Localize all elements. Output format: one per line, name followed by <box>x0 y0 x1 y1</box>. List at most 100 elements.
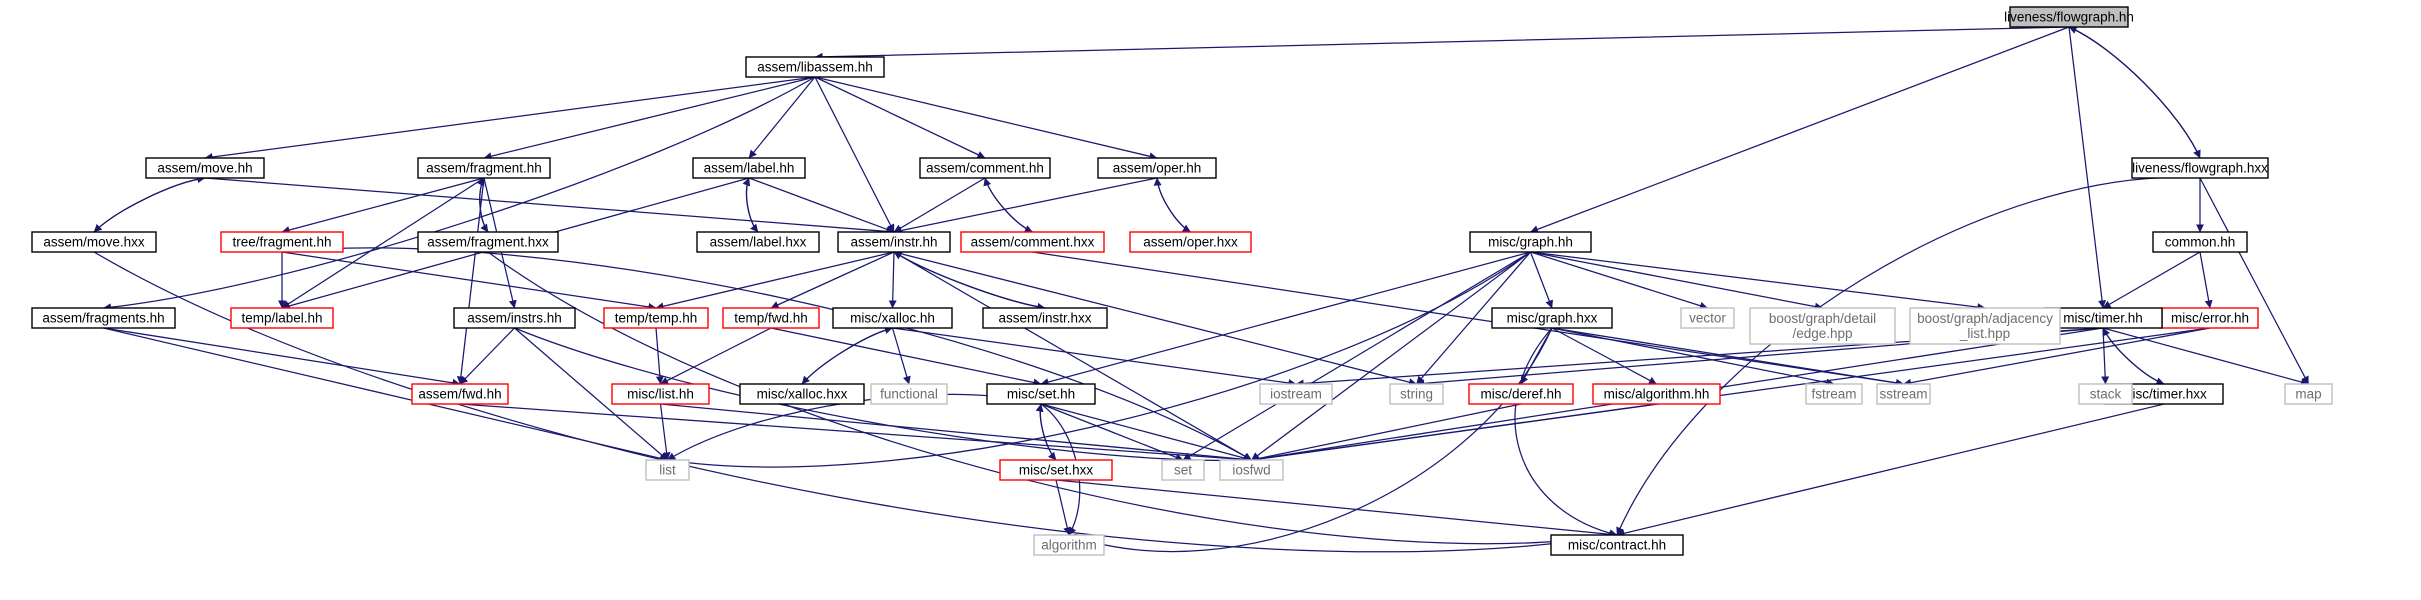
node-label-hh[interactable]: assem/label.hh <box>692 157 806 179</box>
edge <box>2199 177 2310 385</box>
edge <box>459 327 515 385</box>
node-error-hh[interactable]: misc/error.hh <box>2161 307 2259 329</box>
node-functional: functional <box>870 383 948 405</box>
node-label: sstream <box>1879 387 1927 402</box>
node-algorithm-hh[interactable]: misc/algorithm.hh <box>1592 383 1721 405</box>
node-move-hxx[interactable]: assem/move.hxx <box>31 231 157 253</box>
node-oper-hxx[interactable]: assem/oper.hxx <box>1129 231 1252 253</box>
node-label: temp/fwd.hh <box>734 311 808 326</box>
node-comment-hxx[interactable]: assem/comment.hxx <box>960 231 1105 253</box>
node-label: set <box>1174 463 1192 478</box>
node-temp-label[interactable]: temp/label.hh <box>230 307 334 329</box>
node-libassem[interactable]: assem/libassem.hh <box>745 56 885 78</box>
node-misc-list[interactable]: misc/list.hh <box>611 383 710 405</box>
edge-instrs-hh-to-list <box>514 327 668 461</box>
node-deref-hh[interactable]: misc/deref.hh <box>1468 383 1574 405</box>
edge-flowgraph-hxx-to-root <box>2068 26 2201 159</box>
edge-set-hxx-to-contract-hh <box>1055 479 1618 539</box>
node-box <box>982 307 1108 329</box>
node-label: map <box>2295 387 2321 402</box>
edge-graph-hh-to-iosfwd <box>1251 251 1531 461</box>
edge <box>93 177 206 233</box>
node-oper-hh[interactable]: assem/oper.hh <box>1097 157 1217 179</box>
node-set-hxx[interactable]: misc/set.hxx <box>999 459 1113 481</box>
node-label: misc/timer.hxx <box>2121 387 2207 402</box>
edge-root-to-flowgraph-hxx <box>2068 26 2201 159</box>
edge-graph-hh-to-boost-adj <box>1530 251 1986 312</box>
edge-move-hh-to-instr-hh <box>204 177 895 236</box>
node-common-hh[interactable]: common.hh <box>2152 231 2248 253</box>
edge-temp-temp-to-misc-list <box>655 327 664 385</box>
node-temp-fwd[interactable]: temp/fwd.hh <box>722 307 820 329</box>
edge-graph-hh-to-list <box>667 251 1531 468</box>
node-iostream: iostream <box>1259 383 1333 405</box>
edge-set-hxx-to-algorithm <box>1055 479 1072 536</box>
node-xalloc-hh[interactable]: misc/xalloc.hh <box>832 307 953 329</box>
edge <box>893 177 986 233</box>
edge-label-hxx-to-label-hh <box>742 177 759 233</box>
node-box <box>603 307 709 329</box>
node-box <box>1219 459 1284 481</box>
edge <box>204 76 816 161</box>
node-temp-temp[interactable]: temp/temp.hh <box>603 307 709 329</box>
node-label: liveness/flowgraph.hxx <box>2132 161 2268 176</box>
edge <box>770 251 895 309</box>
edge-instr-hh-to-xalloc-hh <box>888 251 897 309</box>
node-set-hh[interactable]: misc/set.hh <box>986 383 1096 405</box>
node-fragment-hxx[interactable]: assem/fragment.hxx <box>417 231 559 253</box>
edge-graph-hh-to-set-hh <box>1040 251 1531 386</box>
node-fragments-hh[interactable]: assem/fragments.hh <box>31 307 176 329</box>
node-label: misc/graph.hh <box>1488 235 1573 250</box>
node-assem-fwd[interactable]: assem/fwd.hh <box>411 383 509 405</box>
node-label: assem/comment.hh <box>926 161 1044 176</box>
node-move-hh[interactable]: assem/move.hh <box>145 157 265 179</box>
edge-common-hh-to-error-hh <box>2199 251 2213 309</box>
node-timer-hh[interactable]: misc/timer.hh <box>2043 307 2163 329</box>
edge <box>2068 26 2201 159</box>
edge <box>1551 327 1904 387</box>
node-instr-hh[interactable]: assem/instr.hh <box>837 231 951 253</box>
node-instrs-hh[interactable]: assem/instrs.hh <box>453 307 576 329</box>
node-graph-hxx[interactable]: misc/graph.hxx <box>1491 307 1613 329</box>
node-label: algorithm <box>1041 538 1097 553</box>
node-label: tree/fragment.hh <box>232 235 331 250</box>
edge-root-to-graph-hh <box>1530 26 2070 234</box>
edge-deref-hh-to-iosfwd <box>1251 403 1522 463</box>
node-label: vector <box>1689 311 1726 326</box>
node-flowgraph-hxx[interactable]: liveness/flowgraph.hxx <box>2131 157 2269 179</box>
node-boost-edge: boost/graph/detail/edge.hpp <box>1749 307 1896 345</box>
edge <box>1251 251 1531 461</box>
edge <box>814 26 2070 61</box>
node-instr-hxx[interactable]: assem/instr.hxx <box>982 307 1108 329</box>
node-graph-hh[interactable]: misc/graph.hh <box>1469 231 1592 253</box>
node-xalloc-hxx[interactable]: misc/xalloc.hxx <box>739 383 865 405</box>
edge <box>1040 403 1184 461</box>
node-contract-hh[interactable]: misc/contract.hh <box>1550 534 1684 556</box>
node-label-hxx[interactable]: assem/label.hxx <box>696 231 820 253</box>
node-box <box>1259 383 1333 405</box>
node-fstream: fstream <box>1805 383 1863 405</box>
edge-timer-hh-to-stack <box>2101 327 2110 385</box>
node-fragment-hh[interactable]: assem/fragment.hh <box>417 157 551 179</box>
node-root[interactable]: liveness/flowgraph.hh <box>2004 6 2134 28</box>
node-comment-hh[interactable]: assem/comment.hh <box>919 157 1051 179</box>
edge-fragment-hxx-to-contract-hh <box>487 251 1618 545</box>
edge <box>1530 251 1986 312</box>
node-tree-fragment[interactable]: tree/fragment.hh <box>220 231 344 253</box>
node-box <box>739 383 865 405</box>
edge-error-hh-to-sstream <box>1903 327 2211 387</box>
edge <box>814 76 1158 161</box>
node-label: misc/error.hh <box>2171 311 2249 326</box>
node-label: iostream <box>1270 387 1322 402</box>
edge-move-hh-to-move-hxx <box>93 177 206 233</box>
edge-oper-hxx-to-oper-hh <box>1153 177 1191 233</box>
edge-libassem-to-oper-hh <box>814 76 1158 161</box>
node-box <box>2009 6 2129 28</box>
node-box <box>986 383 1096 405</box>
node-label: common.hh <box>2165 235 2236 250</box>
edge-tree-fragment-to-temp-temp <box>281 251 657 311</box>
node-box <box>2284 383 2333 405</box>
node-sstream: sstream <box>1876 383 1931 405</box>
node-map: map <box>2284 383 2333 405</box>
edge-assem-fwd-to-iosfwd <box>459 403 1252 464</box>
